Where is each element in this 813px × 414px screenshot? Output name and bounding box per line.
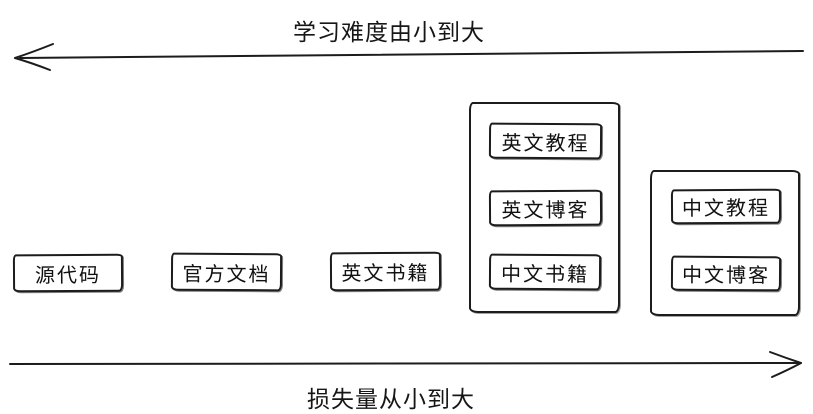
box-chinese-tutorials-label: 中文教程	[681, 197, 771, 221]
box-chinese-books-label: 中文书籍	[500, 263, 590, 286]
group-box-1: 英文教程 英文博客 中文书籍	[469, 102, 620, 313]
group-box-2: 中文教程 中文博客	[650, 170, 800, 316]
box-official-docs: 官方文档	[170, 252, 283, 292]
box-english-blogs: 英文博客	[488, 189, 603, 227]
right-arrow	[9, 351, 802, 378]
box-official-docs-label: 官方文档	[182, 263, 271, 286]
box-english-blogs-label: 英文博客	[501, 199, 590, 222]
box-chinese-tutorials: 中文教程	[670, 188, 782, 225]
box-source-code: 源代码	[12, 253, 124, 293]
box-chinese-blogs: 中文博客	[670, 255, 782, 292]
box-english-tutorials-label: 英文教程	[501, 132, 590, 155]
box-english-tutorials: 英文教程	[488, 122, 603, 160]
bottom-axis-label: 损失量从小到大	[307, 386, 475, 412]
box-english-books: 英文书籍	[329, 251, 442, 292]
box-english-books-label: 英文书籍	[341, 262, 430, 286]
top-axis-label: 学习难度由小到大	[293, 19, 485, 45]
box-source-code-label: 源代码	[34, 264, 102, 287]
box-chinese-blogs-label: 中文博客	[681, 264, 771, 288]
box-chinese-books: 中文书籍	[488, 253, 602, 291]
left-arrow	[14, 43, 804, 71]
